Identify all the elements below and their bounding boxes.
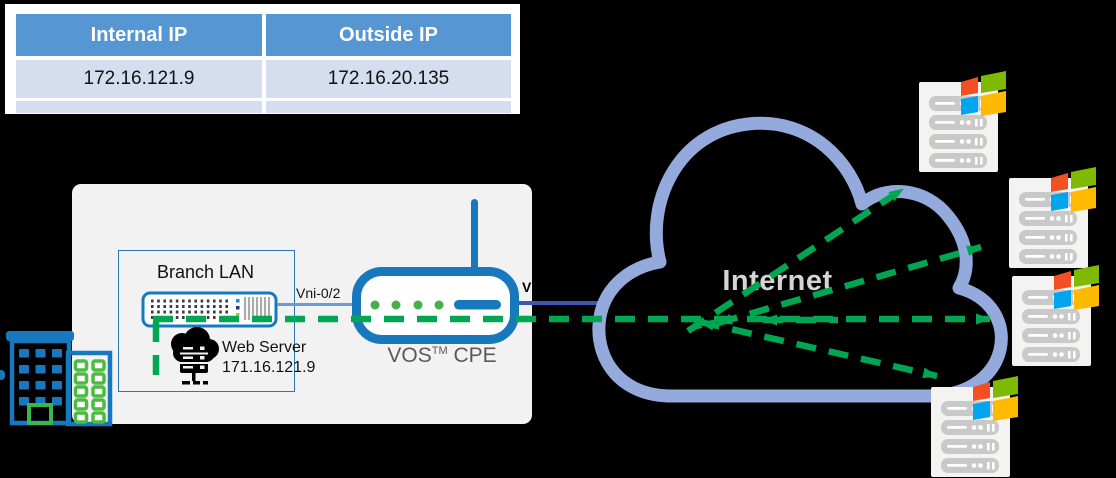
branch-lan-label: Branch LAN xyxy=(156,262,255,282)
cropped-edge-icon xyxy=(0,370,5,380)
server-bars xyxy=(929,96,987,168)
annex-windows xyxy=(73,359,106,424)
cpe-antenna xyxy=(471,199,478,271)
windows-server-icon xyxy=(919,71,1006,172)
wan-link-line xyxy=(518,301,598,305)
lan-interface-label: Vni-0/2 xyxy=(296,285,341,301)
building-roof xyxy=(6,331,74,341)
wan-interface-label-fragment: V xyxy=(522,279,532,295)
lan-link-line xyxy=(277,303,354,306)
cpe-trademark: TM xyxy=(431,345,448,357)
internet-label: Internet xyxy=(722,265,833,297)
switch-status-leds xyxy=(236,299,240,317)
cpe-leds xyxy=(370,300,501,310)
windows-logo-icon xyxy=(1054,265,1099,310)
windows-logo-icon xyxy=(1051,167,1096,212)
windows-server-icon xyxy=(931,376,1018,477)
table-header-internal-ip: Internal IP xyxy=(16,14,262,56)
building-windows xyxy=(19,349,62,406)
cpe-name: VOS xyxy=(387,344,432,367)
cpe-led-bar xyxy=(454,300,501,310)
cpe-type: CPE xyxy=(453,344,497,367)
table-cell-internal-ip: 172.16.121.9 xyxy=(16,60,262,98)
windows-logo-icon xyxy=(973,376,1018,421)
nat-table: Internal IP Outside IP 172.16.121.9 172.… xyxy=(5,4,520,114)
cpe-label: VOSTM CPE xyxy=(367,344,517,368)
building-door xyxy=(27,403,53,425)
table-row-strip xyxy=(16,101,262,113)
building-icon xyxy=(6,331,113,427)
windows-server-icon xyxy=(1009,167,1096,268)
windows-server-icon xyxy=(1012,265,1099,366)
table-row-strip xyxy=(266,101,511,113)
table-header-outside-ip: Outside IP xyxy=(266,14,511,56)
web-server-ip: 171.16.121.9 xyxy=(222,359,316,376)
web-server-icon xyxy=(171,327,219,385)
windows-logo-icon xyxy=(961,71,1006,116)
building-annex xyxy=(65,350,113,427)
server-slots xyxy=(180,346,208,369)
web-server-label: Web Server xyxy=(222,339,307,356)
table-cell-outside-ip: 172.16.20.135 xyxy=(266,60,511,98)
